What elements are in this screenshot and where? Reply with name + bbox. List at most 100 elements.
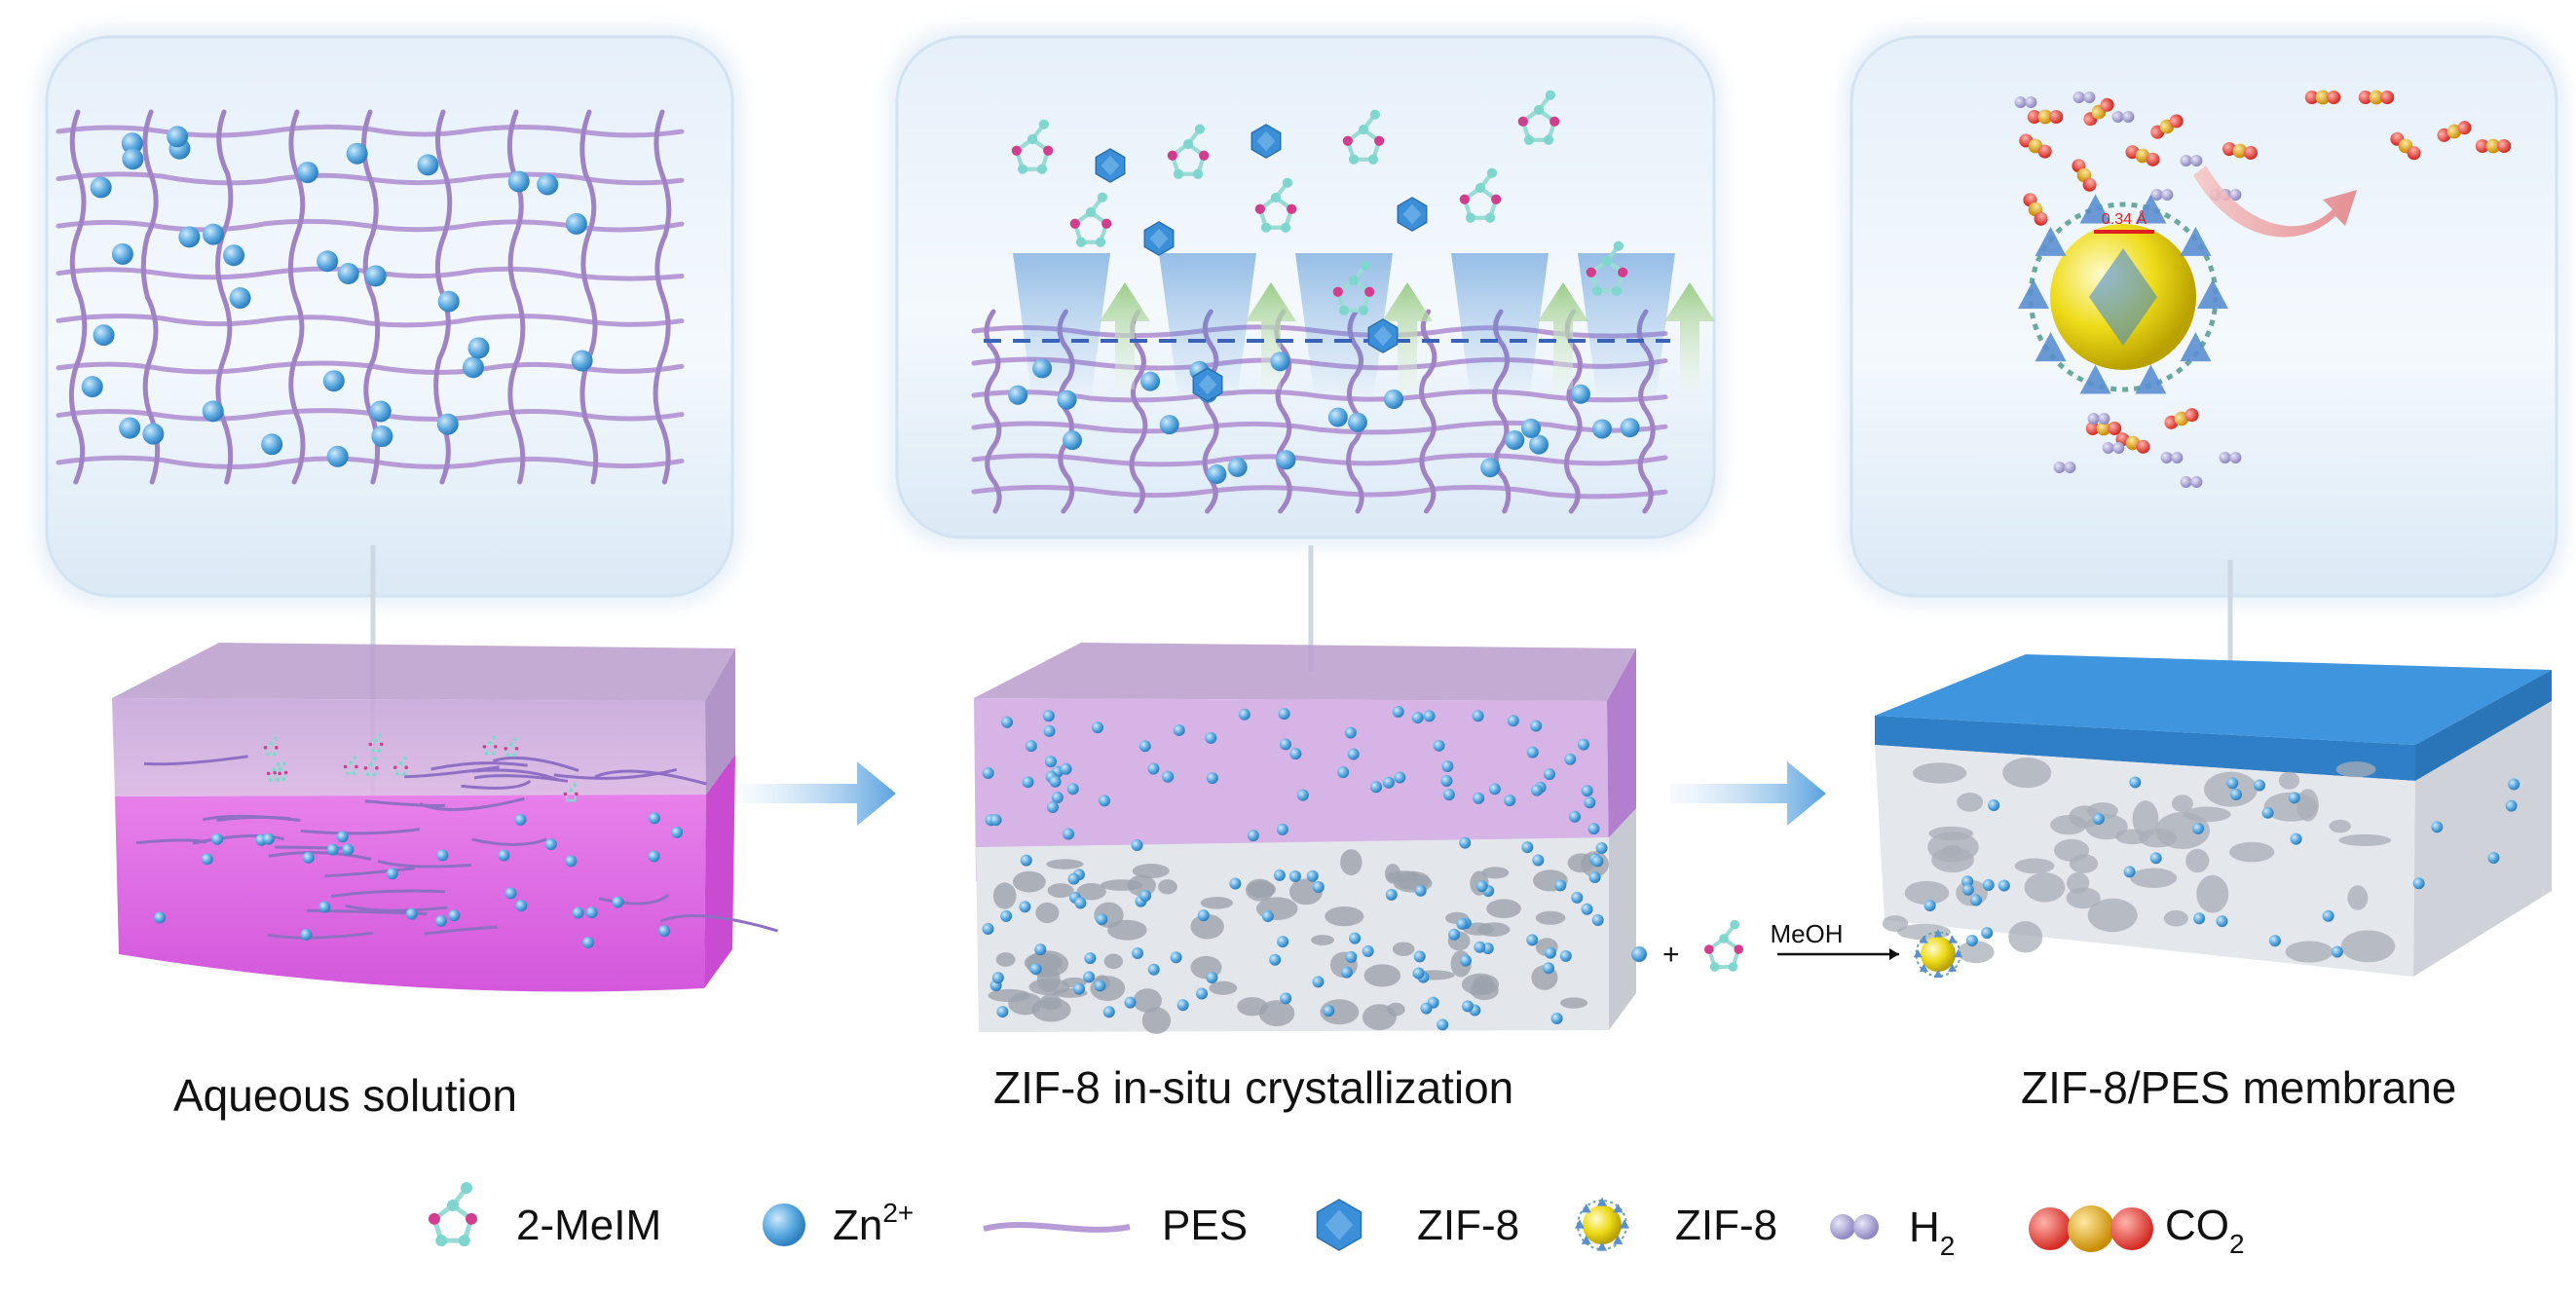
zn-ion	[436, 849, 449, 862]
zn-ion	[1433, 739, 1445, 752]
caption-membrane: ZIF-8/PES membrane	[2021, 1062, 2457, 1113]
zif8-tetrahedron	[2079, 194, 2111, 224]
pes-fiber	[419, 796, 525, 811]
zn-ion	[1132, 946, 1144, 959]
pore	[1311, 935, 1334, 945]
zn-ion	[648, 850, 660, 863]
zn-ion	[302, 851, 315, 864]
growth-arrow	[1382, 282, 1433, 389]
zn-ion	[1347, 412, 1367, 432]
co2-molecule	[2164, 408, 2199, 429]
panel-3-zoom: 0.34 Å	[1844, 29, 2564, 604]
zif8-cluster	[1921, 937, 1956, 972]
zn-ion	[1229, 877, 1242, 890]
zn-ion	[1327, 407, 1348, 427]
zn-ion	[1083, 971, 1096, 983]
process-arrow	[740, 761, 896, 826]
co2-molecule	[2358, 90, 2395, 105]
zn-ion	[1029, 963, 1042, 976]
zif8-polyhedron-legend-icon	[1316, 1199, 1363, 1251]
pore	[2139, 828, 2178, 848]
zn-ion	[1057, 389, 1077, 410]
zn-ion	[1207, 464, 1227, 485]
pore	[1957, 941, 1995, 964]
zn-ion	[1344, 726, 1357, 739]
zn-ion	[982, 922, 994, 935]
pore	[1046, 859, 1084, 870]
pore	[1127, 874, 1157, 897]
zn-ion	[1997, 879, 2010, 892]
co2-molecule	[2023, 193, 2048, 226]
zn-ion	[1084, 952, 1097, 965]
pore	[1157, 879, 1177, 895]
zn-ion	[1588, 870, 1601, 883]
pore	[2002, 758, 2052, 789]
zn-ion	[1532, 854, 1545, 867]
block-aqueous-solution	[112, 643, 778, 992]
pore	[1031, 997, 1071, 1022]
zn-ion	[93, 324, 115, 347]
melm-icon	[1703, 919, 1744, 972]
zn-ion	[1414, 884, 1427, 897]
zn-ion	[504, 887, 517, 900]
zn-ion	[1277, 936, 1289, 948]
zif8-cluster	[1583, 1205, 1622, 1244]
pore	[2130, 868, 2178, 888]
pore	[1047, 883, 1074, 899]
zn-ion	[1982, 878, 1995, 891]
zn-ion	[1340, 966, 1353, 979]
separation-arrow	[2193, 166, 2357, 238]
zn-ion	[648, 812, 660, 825]
zif8-tetrahedron	[2180, 226, 2212, 256]
pore	[2069, 805, 2101, 829]
zn-ion	[585, 906, 598, 919]
co2-molecule	[2072, 159, 2097, 192]
zn-ion	[515, 900, 528, 912]
pes-fiber	[594, 769, 708, 786]
zn-ion-group	[81, 126, 593, 467]
co2-molecule	[2390, 131, 2421, 161]
pore	[1245, 878, 1275, 902]
h2-molecule	[2229, 189, 2242, 201]
zn-ion	[1969, 894, 1982, 906]
zn-ion	[1173, 723, 1185, 736]
legend-label-melm: 2-MeIM	[516, 1202, 661, 1249]
zif8-cage: 0.34 Å	[2018, 194, 2228, 394]
zn-ion	[1197, 909, 1210, 922]
zn-ion	[1312, 880, 1325, 893]
zn-ion	[1591, 855, 1604, 868]
h2-molecule	[2083, 92, 2096, 103]
zn-ion	[1448, 928, 1461, 941]
zn-ion	[2288, 792, 2300, 804]
zn-ion	[1063, 828, 1075, 840]
pore	[995, 952, 1016, 967]
zn-ion	[1530, 720, 1543, 732]
zn-ion	[1276, 823, 1288, 835]
zn-ion	[1276, 450, 1296, 470]
zn-ion	[1571, 891, 1584, 904]
zn-ion	[2290, 832, 2302, 845]
pes-fiber	[330, 889, 446, 899]
pes-fiber	[971, 453, 1668, 467]
zn-ion	[1162, 770, 1175, 783]
pore	[1190, 913, 1224, 940]
pore	[1028, 978, 1070, 996]
zn-ion	[122, 148, 144, 170]
pes-fiber	[430, 761, 528, 771]
zn-ion	[1067, 872, 1080, 885]
pes-fiber	[598, 893, 670, 906]
zn-ion	[2192, 822, 2205, 834]
pes-fiber	[424, 925, 498, 936]
zn-ion	[2123, 866, 2136, 878]
zn-ion	[326, 843, 339, 856]
pes-fiber	[361, 109, 381, 485]
zn-ion	[1051, 792, 1064, 804]
zn-ion	[1096, 913, 1108, 926]
pes-fiber	[364, 799, 446, 807]
zn-ion	[1147, 762, 1160, 775]
pes-fiber	[143, 755, 248, 766]
pore	[1927, 832, 1979, 863]
zn-ion	[2092, 813, 2105, 826]
zn-ion	[1521, 841, 1534, 854]
zn-ion	[1147, 963, 1160, 976]
